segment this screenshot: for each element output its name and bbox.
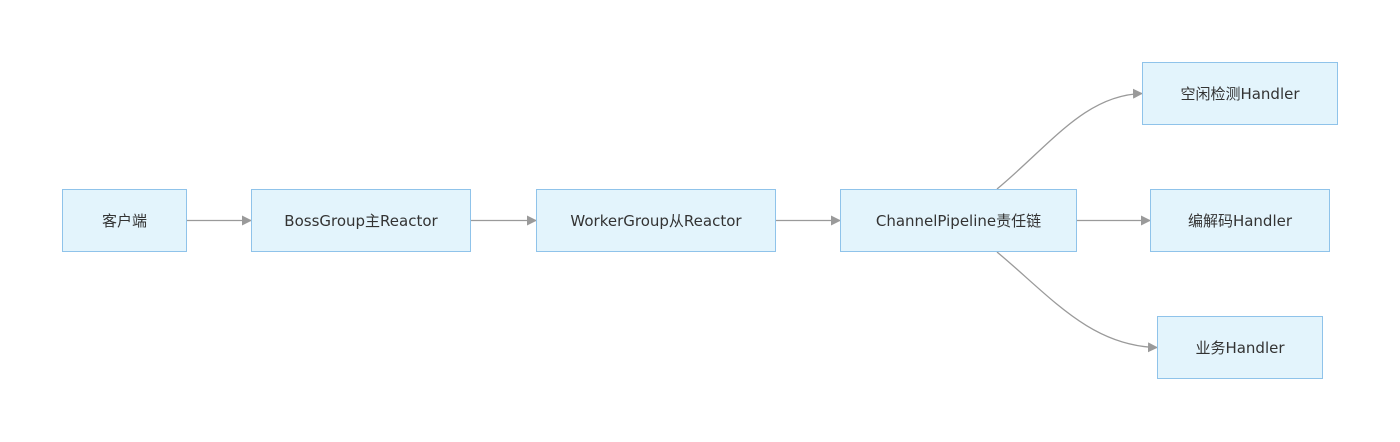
node-label: 空闲检测Handler — [1180, 85, 1300, 103]
node-business-handler: 业务Handler — [1157, 316, 1323, 379]
node-label: WorkerGroup从Reactor — [570, 212, 742, 230]
node-label: 客户端 — [101, 212, 147, 230]
node-label: BossGroup主Reactor — [284, 212, 438, 230]
node-label: ChannelPipeline责任链 — [875, 212, 1042, 230]
edge-pipeline-to-business-handler — [996, 251, 1158, 353]
node-client: 客户端 — [62, 189, 187, 252]
node-channel-pipeline: ChannelPipeline责任链 — [840, 189, 1077, 252]
node-label: 业务Handler — [1195, 339, 1285, 357]
node-codec-handler: 编解码Handler — [1150, 189, 1330, 252]
node-idle-handler: 空闲检测Handler — [1142, 62, 1338, 125]
node-boss-group-reactor: BossGroup主Reactor — [251, 189, 471, 252]
edge-pipeline-to-idle-handler — [996, 88, 1143, 190]
node-label: 编解码Handler — [1187, 212, 1293, 230]
node-worker-group-reactor: WorkerGroup从Reactor — [536, 189, 776, 252]
